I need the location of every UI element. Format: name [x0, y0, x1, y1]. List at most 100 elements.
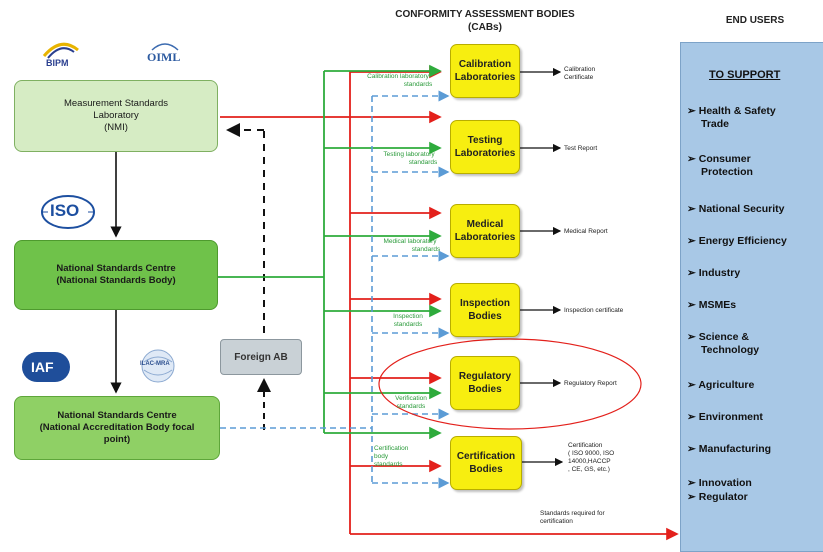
- iso-logo-text: ISO: [50, 201, 80, 220]
- iso-globe-icon: [41, 195, 95, 229]
- end-user-label: Trade: [701, 118, 730, 130]
- standard-label-line: standards: [403, 81, 433, 88]
- cabs-heading: CONFORMITY ASSESSMENT BODIES (CABs): [370, 8, 600, 34]
- end-user-label: Environment: [698, 411, 763, 423]
- bipm-logo-text: BIPM: [46, 58, 69, 68]
- standard-label-line: Testing laboratory: [383, 151, 435, 158]
- nab-line-1: National Standards Centre: [57, 410, 177, 421]
- end-user-label: Manufacturing: [698, 443, 772, 455]
- to-support-title: TO SUPPORT: [709, 69, 781, 81]
- end-user-label: Regulator: [698, 491, 748, 503]
- end-user-label: Health & Safety: [698, 105, 776, 117]
- end-user-label: Technology: [701, 344, 760, 356]
- nmi-line-3: (NMI): [104, 122, 128, 133]
- standard-label-line: standards: [408, 159, 438, 166]
- bullet-arrow-icon: ➢: [687, 153, 696, 165]
- end-user-item: ➢ Innovation: [687, 477, 752, 490]
- standard-label-line: standards: [393, 321, 423, 328]
- output-line: Certificate: [564, 74, 594, 81]
- cabs-heading-text: CONFORMITY ASSESSMENT BODIES: [395, 9, 575, 20]
- end-user-item: ➢ Energy Efficiency: [687, 235, 787, 248]
- output-line: Calibration: [564, 66, 596, 73]
- ilac-mra-globe-icon: [141, 349, 175, 383]
- nsb-line-2: (National Standards Body): [56, 275, 176, 286]
- bullet-arrow-icon: ➢: [687, 235, 696, 247]
- standard-label-medical: Medical laboratory standards: [372, 238, 448, 254]
- output-line: ( ISO 9000, ISO: [568, 450, 615, 457]
- end-user-item: ➢ Health & Safety Trade: [687, 105, 776, 131]
- cab-name-line: Bodies: [468, 311, 502, 322]
- end-user-item: ➢ Industry: [687, 267, 740, 280]
- standard-label-testing: Testing laboratory standards: [372, 151, 446, 167]
- bullet-arrow-icon: ➢: [687, 105, 696, 117]
- output-line: Medical Report: [564, 228, 608, 235]
- iaf-logo-text: IAF: [31, 359, 54, 375]
- end-user-item: ➢ Manufacturing: [687, 443, 771, 456]
- output-line: , CE, GS, etc.): [568, 466, 610, 473]
- standard-label-inspection: Inspection standards: [378, 313, 438, 329]
- end-user-item: ➢ Consumer Protection: [687, 153, 753, 179]
- standard-label-line: Certification: [374, 445, 409, 452]
- cab-name-line: Laboratories: [454, 72, 516, 83]
- end-user-label: Innovation: [698, 477, 752, 489]
- end-user-item: ➢ MSMEs: [687, 299, 736, 312]
- note-line: Standards required for: [540, 510, 605, 517]
- bullet-arrow-icon: ➢: [687, 299, 696, 311]
- cab-name-line: Laboratories: [454, 148, 516, 159]
- bipm-logo: BIPM: [40, 36, 82, 70]
- end-user-label: Consumer: [698, 153, 751, 165]
- ilac-mra-logo-text: ILAC-MRA: [140, 361, 170, 367]
- end-user-label: Agriculture: [698, 379, 755, 391]
- bullet-arrow-icon: ➢: [687, 477, 696, 489]
- end-user-label: Science &: [698, 331, 749, 343]
- cab-name-line: Bodies: [469, 464, 503, 475]
- oiml-arc-icon: [151, 43, 179, 51]
- end-user-label: National Security: [698, 203, 785, 215]
- standard-label-line: Verification: [395, 395, 427, 402]
- cab-name-line: Regulatory: [458, 371, 512, 382]
- oiml-logo: OIML: [140, 40, 190, 70]
- bullet-arrow-icon: ➢: [687, 491, 696, 503]
- standard-label-line: Calibration laboratory: [367, 73, 429, 80]
- end-user-label: Energy Efficiency: [698, 235, 787, 247]
- end-user-item: ➢ Environment: [687, 411, 763, 424]
- iso-logo: ISO: [40, 194, 96, 230]
- note-line: certification: [540, 518, 573, 525]
- nab-box: National Standards Centre (National Accr…: [14, 396, 220, 460]
- end-user-label: MSMEs: [698, 299, 737, 311]
- output-calibration: Calibration Certificate: [564, 66, 595, 82]
- output-testing: Test Report: [564, 145, 597, 153]
- cab-name-line: Laboratories: [454, 232, 516, 243]
- standard-label-line: standards: [396, 403, 426, 410]
- end-user-item: ➢ Regulator: [687, 491, 748, 504]
- end-user-item: ➢ Science & Technology: [687, 331, 759, 357]
- cab-name-line: Bodies: [468, 384, 502, 395]
- nab-line-3: point): [103, 434, 131, 445]
- bullet-arrow-icon: ➢: [687, 411, 696, 423]
- output-regulatory: Regulatory Report: [564, 380, 617, 388]
- end-users-heading: END USERS: [725, 15, 785, 26]
- standard-label-regulatory: Verification standards: [380, 395, 442, 411]
- standard-label-calibration: Calibration laboratory standards: [352, 73, 444, 89]
- nsb-box: National Standards Centre (National Stan…: [14, 240, 218, 310]
- end-users-panel: TO SUPPORT ➢ Health & Safety Trade ➢ Con…: [680, 42, 823, 552]
- output-line: Regulatory Report: [564, 380, 617, 387]
- standard-label-line: standards: [374, 461, 403, 468]
- cab-name-line: Medical: [466, 219, 504, 230]
- standard-label-line: standards: [411, 246, 441, 253]
- cab-name-line: Certification: [456, 451, 516, 462]
- cabs-heading-abbr: (CABs): [468, 22, 502, 33]
- nmi-line-1: Measurement Standards: [63, 98, 169, 109]
- standard-label-line: body: [374, 453, 389, 460]
- standard-label-line: Medical laboratory: [383, 238, 437, 245]
- cab-name-line: Testing: [467, 135, 503, 146]
- standard-label-certification: Certification body standards: [374, 445, 418, 469]
- end-user-item: ➢ Agriculture: [687, 379, 754, 392]
- foreign-ab-box: Foreign AB: [220, 339, 302, 375]
- nmi-line-2: Laboratory: [93, 110, 139, 121]
- nab-line-2: (National Accreditation Body focal: [39, 422, 195, 433]
- output-line: Inspection certificate: [564, 307, 624, 314]
